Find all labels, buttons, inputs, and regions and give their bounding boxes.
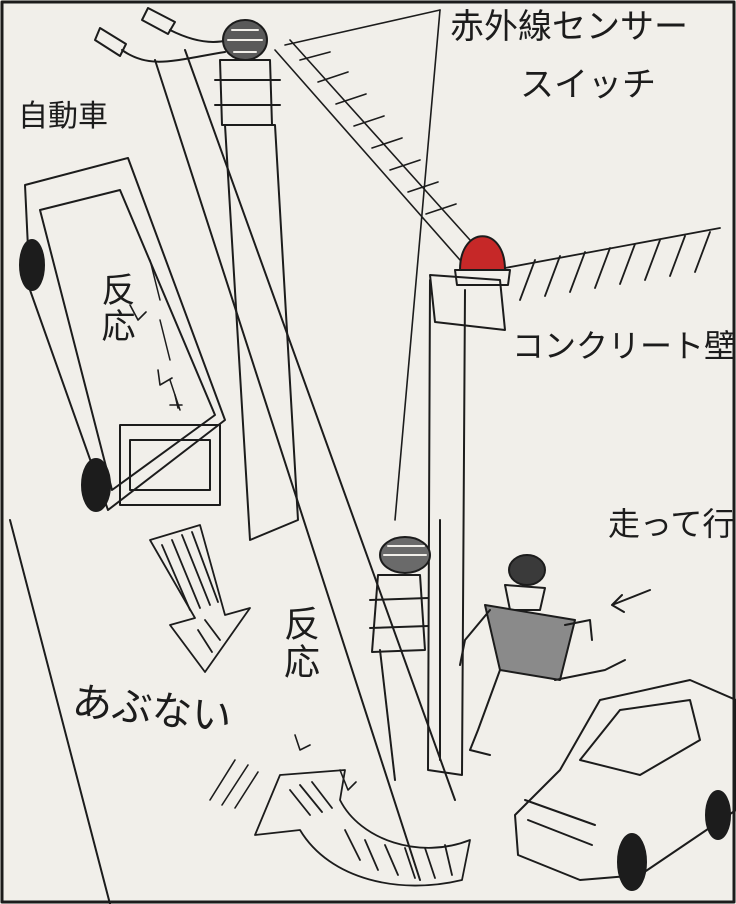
concrete-wall-edge bbox=[504, 227, 721, 301]
road-lines bbox=[9, 49, 456, 904]
main-pole bbox=[427, 274, 506, 776]
reaction-label-sensor: 反応 bbox=[278, 605, 319, 681]
power-plug-icon bbox=[94, 7, 229, 63]
parked-car bbox=[19, 157, 226, 512]
sensor-switch-label-1: 赤外線センサー bbox=[450, 7, 688, 47]
car-label: 自動車 bbox=[18, 99, 108, 134]
infrared-beam bbox=[274, 9, 471, 521]
running-label: 走って行く bbox=[608, 505, 736, 543]
running-arrow-icon bbox=[611, 589, 651, 613]
sensor-switch-label-2: スイッチ bbox=[520, 65, 656, 105]
sensor-pole-top bbox=[214, 19, 299, 541]
reaction-arrows bbox=[129, 304, 357, 791]
curved-arrow-icon bbox=[254, 769, 471, 887]
motion-lines bbox=[209, 759, 259, 809]
reaction-label-car: 反応 bbox=[95, 272, 135, 344]
sensor-pole-bottom bbox=[369, 536, 431, 781]
running-child bbox=[459, 554, 626, 756]
warning-lamp-icon bbox=[454, 235, 511, 286]
approaching-car bbox=[514, 679, 736, 891]
concrete-wall-label: コンクリート壁 bbox=[512, 327, 736, 365]
danger-arrow-icon bbox=[149, 524, 251, 673]
